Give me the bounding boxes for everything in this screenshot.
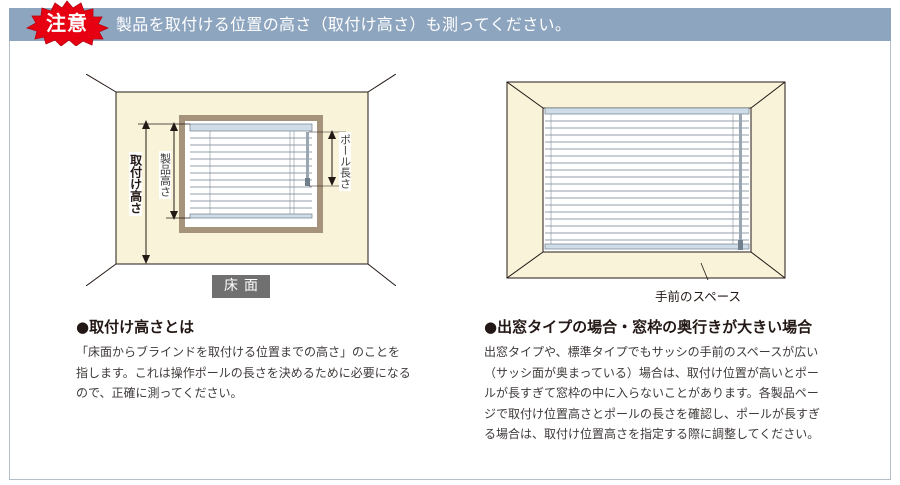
bay-window-diagram bbox=[506, 81, 786, 280]
caution-badge-label: 注意 bbox=[46, 11, 88, 35]
product-height-label: 製品高さ bbox=[158, 151, 172, 199]
section-body-bay-window: 出窓タイプや、標準タイプでもサッシの手前のスペースが広い（サッシ面が奥まっている… bbox=[484, 345, 821, 441]
section-body-mount-height: 「床面からブラインドを取付ける位置までの高さ」のことを指します。これは操作ポール… bbox=[76, 345, 411, 400]
section-heading-mount-height: ●取付け高さとは bbox=[76, 318, 195, 336]
front-space-caption: 手前のスペース bbox=[655, 289, 742, 304]
header-bar bbox=[9, 8, 891, 41]
mount-height-label: 取付け高さ bbox=[128, 152, 143, 216]
header-title: 製品を取付ける位置の高さ（取付け高さ）も測ってください。 bbox=[116, 15, 572, 34]
pole-length-label: ポール長さ bbox=[338, 132, 352, 191]
section-heading-bay-window: ●出窓タイプの場合・窓枠の奥行きが大きい場合 bbox=[484, 318, 813, 336]
caution-badge-icon bbox=[25, 0, 110, 46]
floor-label: 床面 bbox=[212, 275, 270, 298]
mount-height-diagram bbox=[86, 74, 396, 286]
